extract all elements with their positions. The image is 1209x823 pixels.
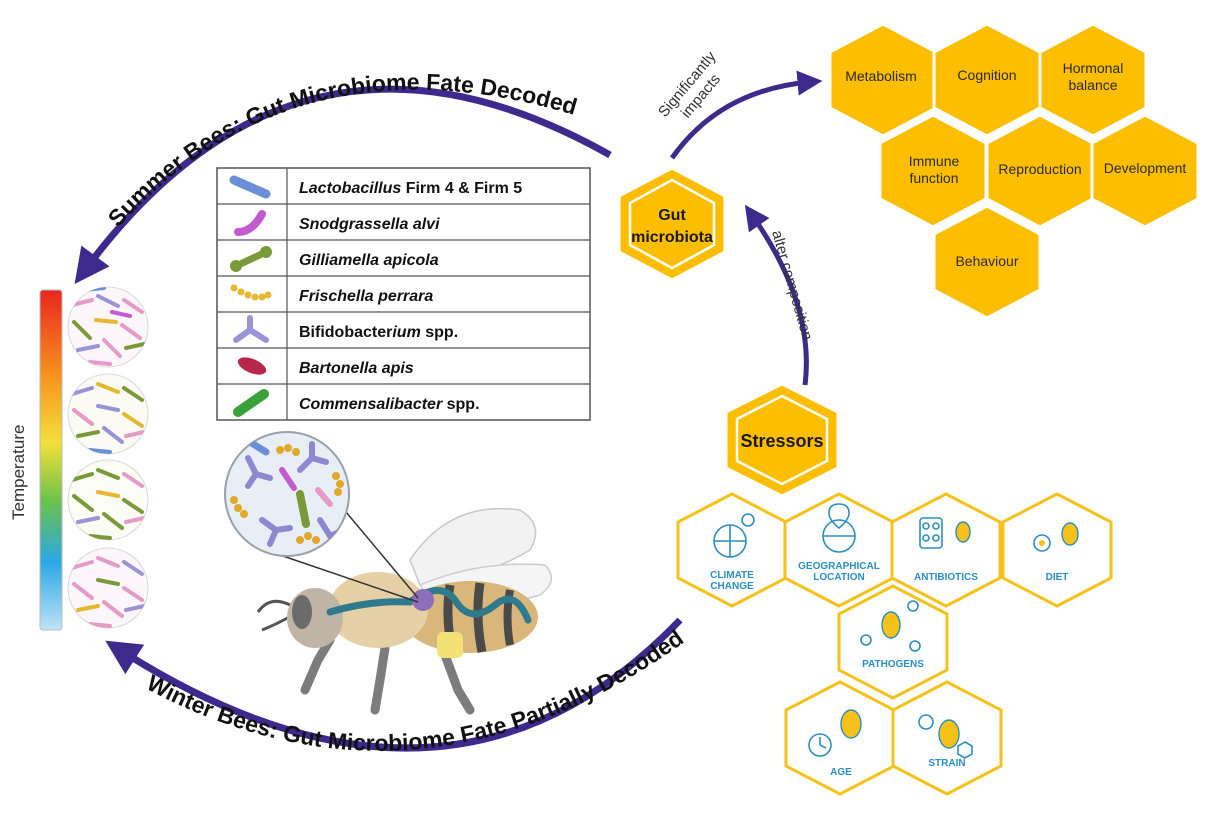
bee-icon <box>955 521 971 543</box>
svg-text:STRAIN: STRAIN <box>928 758 965 769</box>
commensalibacter-icon <box>233 389 269 417</box>
legend-row-frischella: Frischella perrara <box>299 288 433 305</box>
bacteria-legend: Lactobacillus Firm 4 & Firm 5 Snodgrasse… <box>216 167 591 421</box>
winter-arc-label: Winter Bees: Gut Microbiome Fate Partial… <box>143 624 688 755</box>
frischella-icon <box>230 284 272 301</box>
pill-pack-icon <box>919 517 943 549</box>
bee-gut <box>326 587 532 624</box>
snowflake-icon <box>860 634 872 646</box>
microbiome-circle-cold <box>67 547 149 629</box>
effect-hormonal-balance-line2: balance <box>1068 77 1117 93</box>
virus-icon <box>907 600 919 612</box>
legend-row-gilliamella: Gilliamella apicola <box>299 252 439 269</box>
summer-arc-arrow <box>74 85 612 285</box>
bee-icon <box>840 709 862 739</box>
magnified-gut-view <box>224 431 350 557</box>
gut-microbiota-hex: Gut microbiota <box>617 166 727 282</box>
effect-hormonal-balance-line1: Hormonal <box>1063 60 1124 76</box>
svg-text:CHANGE: CHANGE <box>710 581 754 592</box>
impacts-label: Significantly impacts <box>655 45 736 132</box>
alter-composition-arrow <box>744 204 809 386</box>
bee-icon <box>938 719 960 749</box>
alter-composition-label: alter composition <box>768 228 816 342</box>
gut-microbiota-label-line2: microbiota <box>631 229 713 246</box>
svg-text:PATHOGENS: PATHOGENS <box>862 659 924 670</box>
gilliamella-icon <box>230 246 272 272</box>
virus-icon <box>909 640 921 652</box>
stressor-geographical-location: GEOGRAPHICAL LOCATION <box>783 492 895 608</box>
sun-icon <box>741 513 755 527</box>
stressors-hex: Stressors <box>724 382 840 498</box>
bee-gut-bulb <box>412 589 434 611</box>
impacts-arrow <box>669 70 823 160</box>
flower-icon <box>918 714 934 730</box>
svg-text:GEOGRAPHICAL: GEOGRAPHICAL <box>798 561 880 572</box>
gut-microbiota-label-line1: Gut <box>658 207 686 224</box>
stressor-age: AGE <box>784 680 896 796</box>
flower-icon <box>1033 534 1051 552</box>
effect-immune-function-line1: Immune <box>909 153 960 169</box>
location-pin-icon <box>828 503 850 530</box>
legend-row-snodgrassella: Snodgrassella alvi <box>299 216 440 233</box>
svg-text:CLIMATE: CLIMATE <box>710 570 754 581</box>
svg-text:AGE: AGE <box>830 767 852 778</box>
microbiome-circle-warm <box>67 286 149 368</box>
effects-honeycomb: Metabolism Cognition Hormonal balance Im… <box>828 22 1200 320</box>
snodgrassella-icon <box>234 210 266 236</box>
bifidobacterium-icon <box>233 315 269 343</box>
effect-development: Development <box>1104 160 1187 176</box>
effect-immune-function-line2: function <box>909 170 958 186</box>
magnifier-line-upper <box>345 511 419 599</box>
effect-reproduction: Reproduction <box>998 161 1081 177</box>
stressor-climate-change: CLIMATE CHANGE <box>676 492 788 608</box>
stressor-diet: DIET <box>1001 492 1113 608</box>
bee-thorax <box>328 572 428 648</box>
pollen-basket <box>437 632 463 658</box>
bee-icon <box>1061 522 1079 546</box>
legend-row-commensalibacter: Commensalibacter spp. <box>299 396 480 413</box>
lactobacillus-icon <box>229 175 271 199</box>
bee-illustration <box>256 507 553 715</box>
temperature-label: Temperature <box>9 425 28 520</box>
bartonella-icon <box>237 357 267 375</box>
stressor-strain: STRAIN <box>891 680 1003 796</box>
legend-row-lactobacillus: Lactobacillus Firm 4 & Firm 5 <box>299 180 522 197</box>
clock-icon <box>808 733 832 757</box>
stressor-antibiotics: ANTIBIOTICS <box>890 492 1002 608</box>
magnifier-line-lower <box>279 554 419 603</box>
effect-metabolism: Metabolism <box>845 68 917 84</box>
stressors-title: Stressors <box>740 431 823 451</box>
effect-cognition: Cognition <box>957 67 1016 83</box>
svg-text:DIET: DIET <box>1046 572 1069 583</box>
legend-row-bifidobacterium: Bifidobacterium spp. <box>299 324 458 341</box>
svg-text:ANTIBIOTICS: ANTIBIOTICS <box>914 572 978 583</box>
temperature-scale <box>39 289 63 631</box>
winter-arc-arrow <box>105 617 683 752</box>
stressor-pathogens: PATHOGENS <box>837 584 949 700</box>
legend-row-bartonella: Bartonella apis <box>299 360 414 377</box>
microbiome-circle-mild <box>67 373 149 455</box>
bee-icon <box>881 611 901 639</box>
effect-behaviour: Behaviour <box>955 253 1018 269</box>
svg-text:LOCATION: LOCATION <box>813 572 864 583</box>
microbiome-circle-cool <box>67 459 149 541</box>
